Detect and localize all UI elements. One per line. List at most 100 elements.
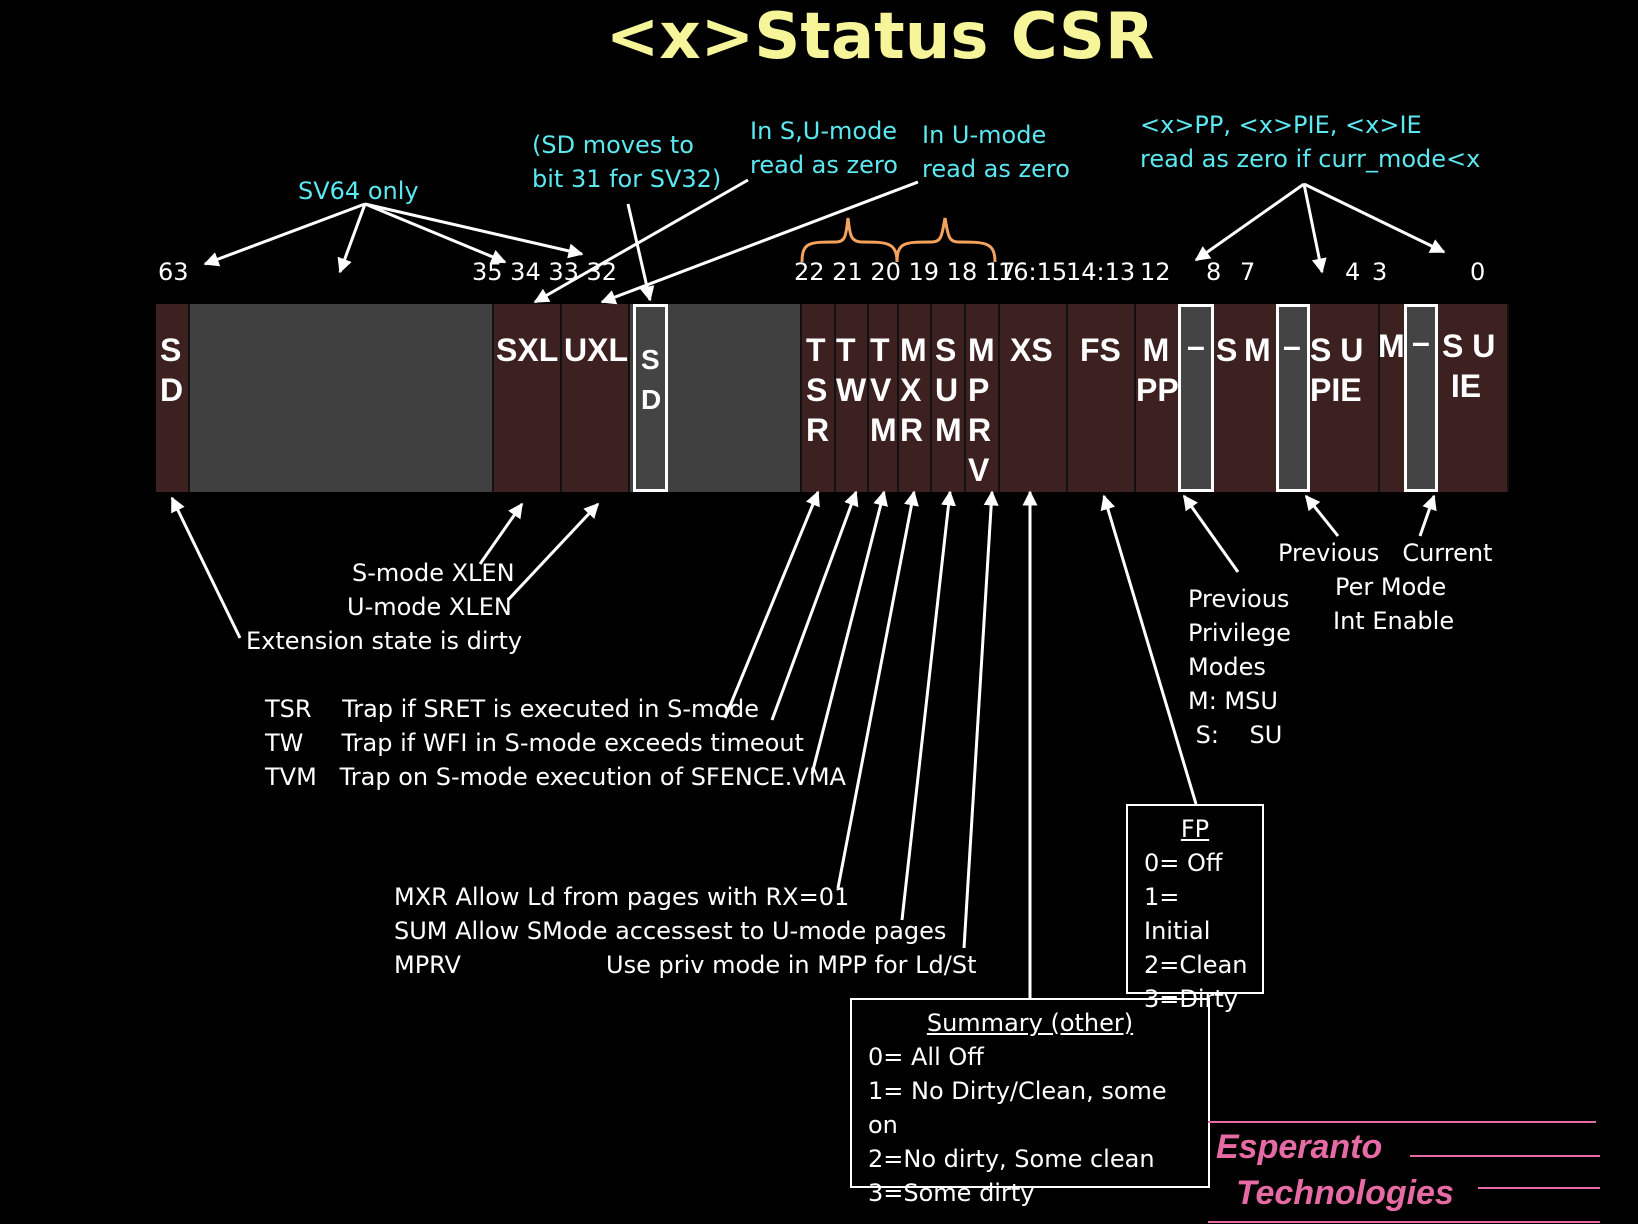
prev-priv-note-3: Modes	[1188, 653, 1266, 681]
arrow-tw	[770, 490, 859, 721]
tw-note: TW Trap if WFI in S-mode exceeds timeout	[265, 729, 804, 757]
label-su-pie: S U PIE	[1310, 332, 1364, 408]
label-mpp: M PP	[1136, 332, 1179, 408]
arrow-pie	[1302, 183, 1327, 274]
label-sd-top: S D	[160, 332, 184, 408]
xs-summary-line: 3=Some dirty	[868, 1179, 1035, 1207]
bit-8: 8	[1206, 258, 1222, 286]
field-sd-top	[156, 304, 190, 492]
arrow-ie-bottom	[1418, 494, 1437, 537]
sum-note: SUM Allow SMode accessest to U-mode page…	[394, 917, 947, 945]
label-mprv: M P R V	[968, 332, 995, 488]
field-ie	[1380, 304, 1509, 492]
arrow-pie-bottom	[1304, 494, 1340, 537]
field-sum	[932, 304, 966, 492]
tvm-note: TVM Trap on S-mode execution of SFENCE.V…	[265, 763, 846, 791]
reserved-bit-box-3	[1404, 304, 1438, 492]
label-mxr: M X R	[900, 332, 927, 448]
arrow-u-mode	[600, 180, 919, 305]
label-sd-mid: S D	[641, 344, 662, 415]
u-mode-note-2: read as zero	[922, 155, 1070, 183]
field-reserved-high	[190, 304, 494, 492]
field-mxr	[899, 304, 932, 492]
label-xs: XS	[1010, 332, 1053, 368]
field-mprv	[966, 304, 1000, 492]
umode-xlen-note: U-mode XLEN	[347, 593, 512, 621]
arrow-sv64-reserved	[337, 203, 367, 274]
field-pie	[1310, 304, 1380, 492]
label-spp: S	[1216, 332, 1238, 368]
mxr-note: MXR Allow Ld from pages with RX=01	[394, 883, 850, 911]
label-tw: T W	[836, 332, 867, 408]
prev-current-note: Previous Current	[1278, 539, 1493, 567]
prev-priv-note-1: Previous	[1188, 585, 1290, 613]
su-mode-note-2: read as zero	[750, 151, 898, 179]
per-mode-note: Per Mode	[1335, 573, 1447, 601]
label-fs: FS	[1080, 332, 1121, 368]
xs-summary-line: 0= All Off	[868, 1043, 984, 1071]
arrow-sd-dirty	[170, 496, 242, 639]
bit-4: 4	[1345, 258, 1361, 286]
brand-line-2: Technologies	[1236, 1174, 1454, 1212]
label-sxl: SXL	[496, 332, 559, 368]
label-tsr: T S R	[806, 332, 830, 448]
bits-22-17: 22 21 20 19 18 17	[794, 258, 1016, 286]
pp-note-1: <x>PP, <x>PIE, <x>IE	[1140, 111, 1422, 139]
bit-63: 63	[158, 258, 189, 286]
field-sxl	[494, 304, 562, 492]
label-su-ie: S U IE	[1442, 328, 1496, 404]
label-sum: S U M	[935, 332, 962, 448]
field-xs	[1000, 304, 1068, 492]
su-mode-note-1: In S,U-mode	[750, 117, 898, 145]
sd-sv32-box	[633, 304, 668, 492]
arrow-ie	[1303, 182, 1446, 254]
sd-moves-note-2: bit 31 for SV32)	[532, 165, 722, 193]
label-reserved-1: –	[1187, 328, 1205, 364]
fp-legend-line: 2=Clean	[1144, 951, 1248, 979]
label-reserved-3: –	[1412, 324, 1430, 360]
pp-note-2: read as zero if curr_mode<x	[1140, 145, 1481, 173]
xs-summary-line: 1= No Dirty/Clean, some on	[868, 1077, 1167, 1139]
arrow-tsr	[723, 490, 820, 719]
arrow-pp	[1194, 182, 1305, 262]
prev-priv-note-2: Privilege	[1188, 619, 1291, 647]
arrow-sxl	[478, 502, 524, 565]
arrow-mprv	[962, 490, 999, 949]
field-fs	[1068, 304, 1136, 492]
reserved-bit-box-1	[1178, 304, 1214, 492]
xs-summary-line: 2=No dirty, Some clean	[868, 1145, 1155, 1173]
tsr-note: TSR Trap if SRET is executed in S-mode	[265, 695, 760, 723]
bits-14-13: 14:13	[1066, 258, 1136, 286]
reserved-bit-box-2	[1276, 304, 1310, 492]
arrow-fs	[1100, 494, 1198, 805]
label-mie: M	[1378, 328, 1405, 364]
arrow-mxr	[836, 490, 919, 889]
page-title: <x>Status CSR	[605, 0, 1155, 74]
arrow-uxl	[506, 502, 600, 602]
u-mode-note-1: In U-mode	[922, 121, 1047, 149]
arrow-sum	[900, 490, 956, 921]
ext-dirty-note: Extension state is dirty	[246, 627, 523, 655]
mprv-note-text: Use priv mode in MPP for Ld/St	[606, 951, 977, 979]
bit-12: 12	[1140, 258, 1171, 286]
xs-summary-title: Summary (other)	[926, 1009, 1134, 1037]
arrow-tvm	[810, 490, 888, 775]
sv64-note: SV64 only	[298, 177, 419, 205]
fp-legend-line: 1= Initial	[1144, 883, 1211, 945]
fp-legend-title: FP	[1180, 815, 1210, 843]
int-enable-note: Int Enable	[1333, 607, 1455, 635]
fp-legend-line: 0= Off	[1144, 849, 1223, 877]
arrow-sv64-63	[203, 202, 366, 267]
bit-0: 0	[1470, 258, 1486, 286]
bits-16-15: 16:15	[998, 258, 1068, 286]
field-uxl	[562, 304, 630, 492]
bit-7: 7	[1240, 258, 1256, 286]
label-uxl: UXL	[564, 332, 628, 368]
arrow-mpp	[1182, 494, 1240, 573]
arrow-su-mode	[533, 178, 749, 304]
mprv-note-label: MPRV	[394, 951, 461, 979]
prev-priv-note-5: S: SU	[1188, 721, 1283, 749]
label-reserved-2: –	[1283, 328, 1301, 364]
fp-legend-box: FP 0= Off 1= Initial 2=Clean 3=Dirty	[1126, 804, 1264, 1013]
